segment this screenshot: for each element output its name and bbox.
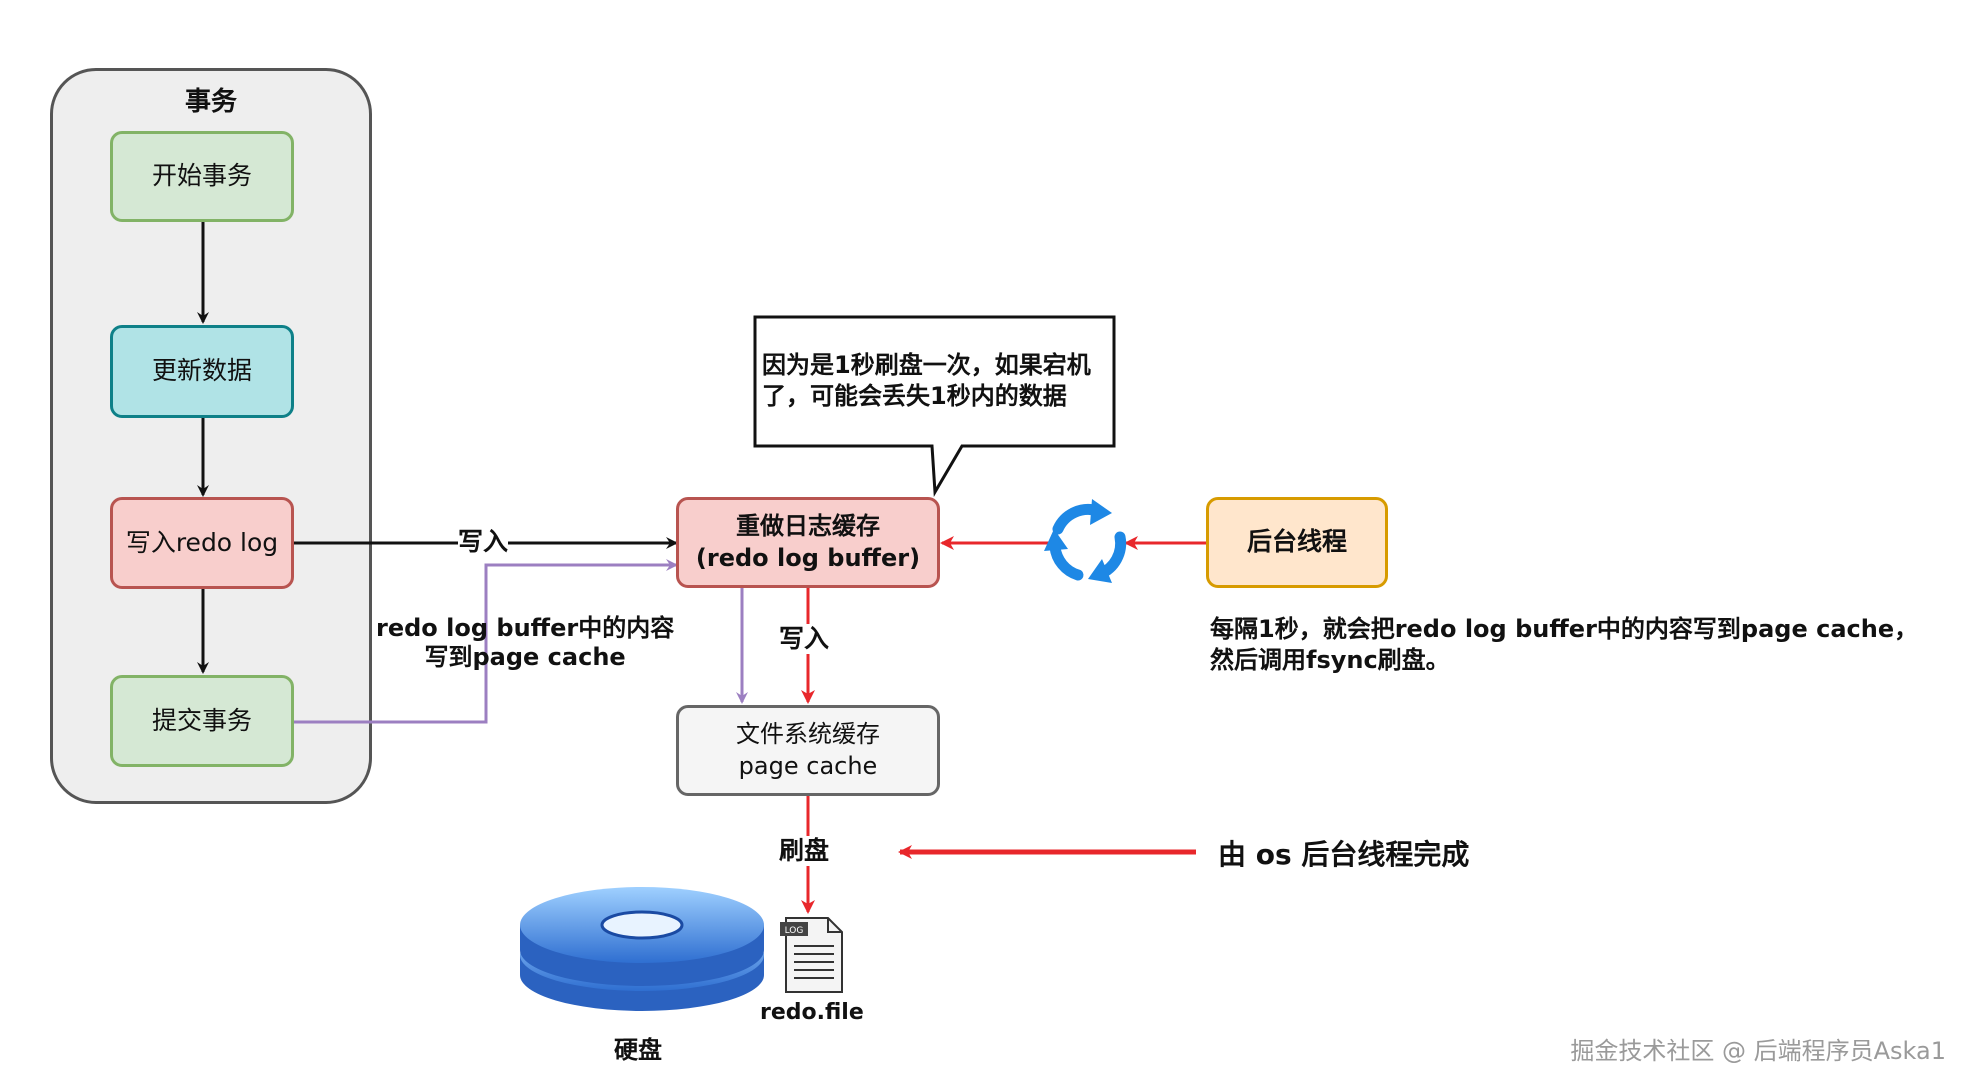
file-icon — [780, 917, 843, 993]
label-commit-note: redo log buffer中的内容 写到page cache — [376, 614, 675, 671]
label-write-in-1: 写入 — [458, 527, 509, 557]
file-badge: LOG — [785, 926, 804, 936]
label-write-in-2: 写入 — [779, 624, 830, 654]
cycle-icon — [1044, 499, 1127, 583]
node-background-thread: 后台线程 — [1206, 497, 1388, 588]
node-commit-transaction: 提交事务 — [110, 675, 294, 767]
node-update-data: 更新数据 — [110, 325, 294, 418]
node-start-transaction: 开始事务 — [110, 131, 294, 222]
label-redo-file: redo.file — [760, 1000, 864, 1025]
node-page-cache: 文件系统缓存 page cache — [676, 705, 940, 796]
arrow-commit-to-buffer — [294, 559, 678, 724]
label-bg-note: 每隔1秒，就会把redo log buffer中的内容写到page cache，… — [1210, 615, 1919, 675]
watermark: 掘金技术社区 @ 后端程序员Aska1 — [1570, 1037, 1946, 1065]
label-os-note: 由 os 后台线程完成 — [1218, 838, 1470, 871]
transaction-group-title: 事务 — [184, 87, 237, 117]
callout-text: 因为是1秒刷盘一次，如果宕机 了，可能会丢失1秒内的数据 — [762, 351, 1091, 411]
node-write-redo-log: 写入redo log — [110, 497, 294, 589]
label-flush: 刷盘 — [779, 836, 830, 866]
callout-bubble — [753, 315, 1116, 497]
node-redo-log-buffer: 重做日志缓存 (redo log buffer) — [676, 497, 940, 588]
disk-icon — [520, 887, 764, 1011]
label-disk: 硬盘 — [614, 1036, 662, 1064]
